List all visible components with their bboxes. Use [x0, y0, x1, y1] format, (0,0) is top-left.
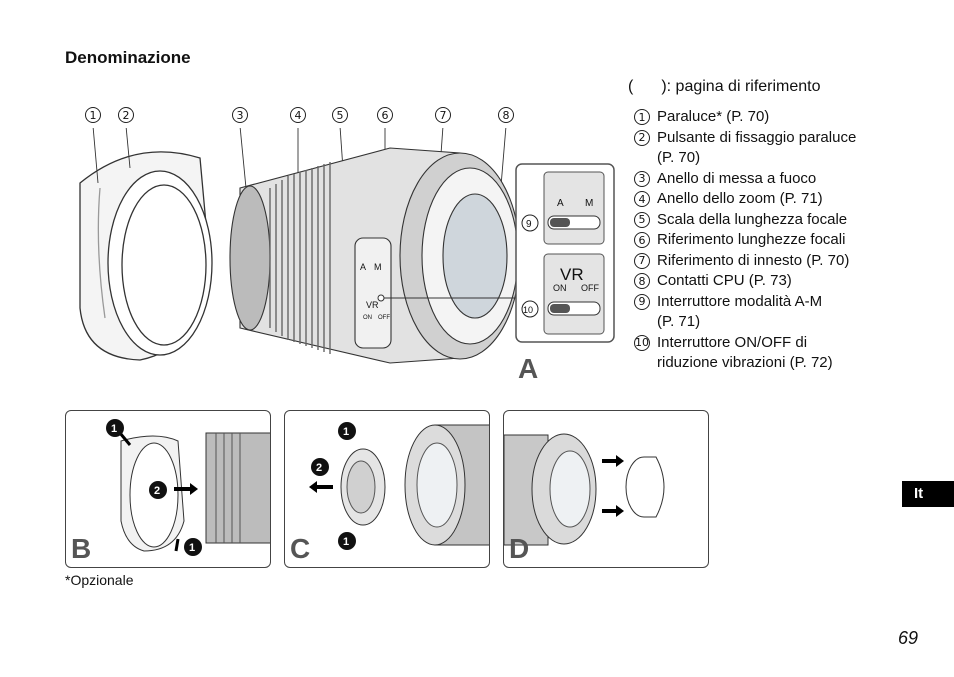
callout-4: 4 [290, 107, 306, 123]
panel-c: 1 2 1 C [284, 410, 490, 568]
list-item: 1 Paraluce* (P. 70) [634, 107, 934, 128]
list-item: 2 Pulsante di fissaggio paraluce [634, 128, 934, 149]
mini-switch-am: A M VR ON OFF [360, 262, 390, 321]
callout-9: 9 [521, 214, 539, 232]
list-item: 4 Anello dello zoom (P. 71) [634, 189, 934, 210]
list-item: (P. 70) [634, 148, 934, 169]
list-text: Paraluce* (P. 70) [657, 108, 770, 125]
lens-body-illustration [229, 147, 521, 364]
inset-m-label: M [585, 198, 593, 209]
rear-cap-illustration [504, 433, 665, 546]
mini-vr-label: VR [366, 300, 379, 310]
inset-a-label: A [557, 198, 564, 209]
list-number: 10 [634, 334, 650, 351]
mini-switch-a-label: A [360, 262, 366, 272]
language-tab: It [902, 481, 954, 507]
inset-off-label: OFF [581, 283, 599, 293]
reference-note-open: ( [628, 78, 634, 95]
mini-switch-m-label: M [374, 262, 382, 272]
footnote: *Opzionale [65, 572, 134, 588]
list-text: (P. 70) [657, 149, 701, 166]
list-number: 9 [634, 293, 650, 310]
svg-text:9: 9 [526, 219, 532, 230]
list-text: riduzione vibrazioni (P. 72) [657, 354, 833, 371]
list-text: Riferimento di innesto (P. 70) [657, 251, 850, 269]
list-text: Anello dello zoom (P. 71) [657, 190, 823, 207]
list-number: 2 [634, 129, 650, 146]
list-text: Interruttore modalità A-M [657, 292, 823, 310]
list-number: 3 [634, 170, 650, 187]
list-text: Pulsante di fissaggio paraluce [657, 128, 857, 146]
page-number: 69 [898, 628, 919, 648]
mini-off-label: OFF [378, 315, 390, 321]
reference-note-text: ): pagina di riferimento [661, 78, 821, 95]
list-item: 10 Interruttore ON/OFF di [634, 333, 934, 354]
step-1-badge-lower: 1 [189, 542, 195, 554]
am-switch-plate [543, 171, 605, 245]
list-item: riduzione vibrazioni (P. 72) [634, 353, 934, 374]
list-number: 8 [634, 273, 650, 289]
list-number: 7 [634, 252, 650, 269]
parts-list: 1 Paraluce* (P. 70) 2 Pulsante di fissaggi… [634, 107, 934, 374]
list-number: 5 [634, 211, 650, 228]
callout-3: 3 [232, 107, 248, 123]
list-text: Contatti CPU (P. 73) [657, 272, 792, 289]
hood-attach-illustration: 1 2 1 [106, 419, 270, 556]
list-item: 7 Riferimento di innesto (P. 70) [634, 251, 934, 272]
step-2-badge: 2 [154, 485, 160, 497]
panel-d: D [503, 410, 709, 568]
list-text: Interruttore ON/OFF di [657, 333, 808, 351]
list-item: 8 Contatti CPU (P. 73) [634, 271, 934, 292]
list-item: 9 Interruttore modalità A-M [634, 292, 934, 313]
list-text: Scala della lunghezza focale [657, 210, 848, 228]
panel-b: 1 2 1 B [65, 410, 271, 568]
lens-hood-illustration [79, 151, 213, 361]
lens-diagram: A M VR ON OFF A M VR ON OFF 9 10 A [79, 128, 615, 384]
callout-8: 8 [498, 107, 514, 123]
step-1-badge: 1 [111, 423, 117, 435]
callout-2: 2 [118, 107, 134, 123]
list-text: Anello di messa a fuoco [657, 169, 817, 187]
callout-point-10 [377, 294, 385, 302]
list-number: 1 [634, 109, 650, 125]
callout-6: 6 [377, 107, 393, 123]
list-text: (P. 71) [657, 313, 701, 330]
vr-switch-knob [550, 304, 570, 313]
list-number: 4 [634, 191, 650, 207]
step-1-badge-bottom: 1 [343, 536, 349, 548]
list-item: 6 Riferimento lunghezze focali [634, 230, 934, 251]
list-number: 6 [634, 232, 650, 248]
list-item: (P. 71) [634, 312, 934, 333]
lens-cap-illustration: 1 2 1 [309, 422, 489, 550]
section-title: Denominazione [65, 48, 191, 67]
callout-5: 5 [332, 107, 348, 123]
inset-vr-label: VR [560, 265, 584, 284]
step-2-badge-c: 2 [316, 462, 322, 474]
step-1-badge-top: 1 [343, 426, 349, 438]
callout-7: 7 [435, 107, 451, 123]
panel-letter-d: D [509, 533, 530, 564]
callout-1: 1 [85, 107, 101, 123]
diagram-callout-row: 1 2 3 4 5 6 7 8 [0, 107, 520, 127]
panel-letter-b: B [71, 533, 92, 564]
list-item: 5 Scala della lunghezza focale [634, 210, 934, 231]
mini-on-label: ON [363, 315, 372, 321]
inset-on-label: ON [553, 283, 567, 293]
list-item: 3 Anello di messa a fuoco [634, 169, 934, 190]
reference-note: ( ): pagina di riferimento [628, 78, 821, 96]
am-switch-knob [550, 218, 570, 227]
list-text: Riferimento lunghezze focali [657, 231, 846, 248]
panel-letter-c: C [290, 533, 311, 564]
figure-letter-a: A [518, 353, 538, 384]
svg-text:10: 10 [523, 305, 533, 315]
callout-10: 10 [521, 300, 539, 318]
